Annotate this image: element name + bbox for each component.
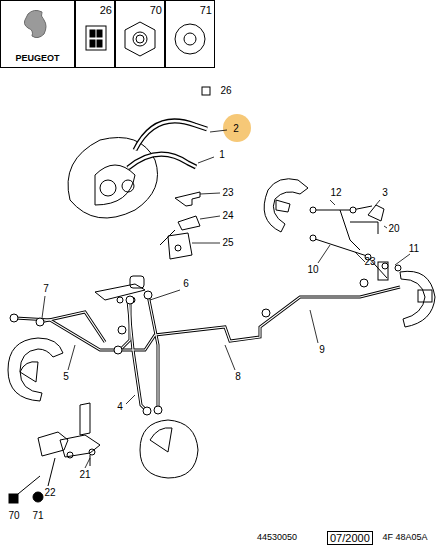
- clip-assembly: [38, 403, 100, 486]
- header-cell: 70: [115, 0, 165, 68]
- callout-number: 2: [233, 124, 239, 134]
- part-26-square: [202, 87, 210, 95]
- callout-number: 5: [63, 372, 69, 382]
- callout-number: 9: [319, 345, 325, 355]
- pipe-unions: [10, 279, 368, 415]
- cell-number: 70: [150, 4, 162, 16]
- callout-number: 4: [117, 402, 123, 412]
- callout-number: 25: [222, 238, 233, 248]
- callout-number: 24: [222, 211, 233, 221]
- callout-number: 10: [307, 265, 318, 275]
- callout-number: 3: [382, 188, 388, 198]
- rear-left-disc: [140, 420, 198, 478]
- callout-number: 11: [409, 244, 419, 254]
- callout-number: 26: [220, 86, 231, 96]
- washer-icon: [175, 24, 205, 54]
- main-pipes-inner: [15, 287, 400, 410]
- callout-number: 70: [8, 511, 19, 521]
- callout-number: 8: [235, 372, 241, 382]
- date-box: 07/2000: [327, 531, 373, 545]
- callout-number: 12: [330, 188, 341, 198]
- leader-lines: [42, 130, 410, 468]
- callout-number: 6: [183, 279, 189, 289]
- peugeot-lion-logo: [24, 10, 46, 37]
- brand-name: PEUGEOT: [15, 53, 59, 63]
- rear-pipes: [310, 205, 401, 280]
- callout-number: 22: [44, 488, 55, 498]
- cell-number: 26: [100, 4, 112, 16]
- brackets: [160, 192, 200, 259]
- callout-number: 23: [222, 188, 233, 198]
- nut-icon: [125, 22, 155, 56]
- master-unit: [95, 276, 145, 303]
- brake-hoses: [128, 121, 207, 168]
- leader: [18, 476, 40, 494]
- header-cell: 26: [75, 0, 115, 68]
- highlight-circle: [223, 114, 251, 142]
- callout-number: 20: [388, 224, 399, 234]
- header-cell: 71: [165, 0, 215, 68]
- front-caliper: [68, 138, 158, 219]
- logo-cell: PEUGEOT: [0, 0, 75, 68]
- part-70-square: [9, 494, 18, 503]
- date-text: 07/2000: [330, 532, 370, 544]
- main-pipes: [15, 287, 400, 410]
- front-left-disc: [8, 338, 63, 401]
- rear-caliper-upper: [264, 179, 308, 232]
- cell-number: 71: [200, 4, 212, 16]
- callout-number: 21: [79, 470, 90, 480]
- callout-number: 7: [43, 284, 49, 294]
- reference-code: 44530050: [257, 533, 297, 542]
- connector-icon: [86, 26, 106, 50]
- reference-code: 4F 48A05A: [382, 533, 427, 542]
- part-71-dot: [33, 492, 43, 502]
- callout-number: 23: [364, 257, 375, 267]
- hose-inner: [128, 121, 207, 168]
- rear-caliper-lower: [400, 271, 435, 327]
- callout-number: 71: [32, 511, 43, 521]
- callout-number: 1: [219, 150, 225, 160]
